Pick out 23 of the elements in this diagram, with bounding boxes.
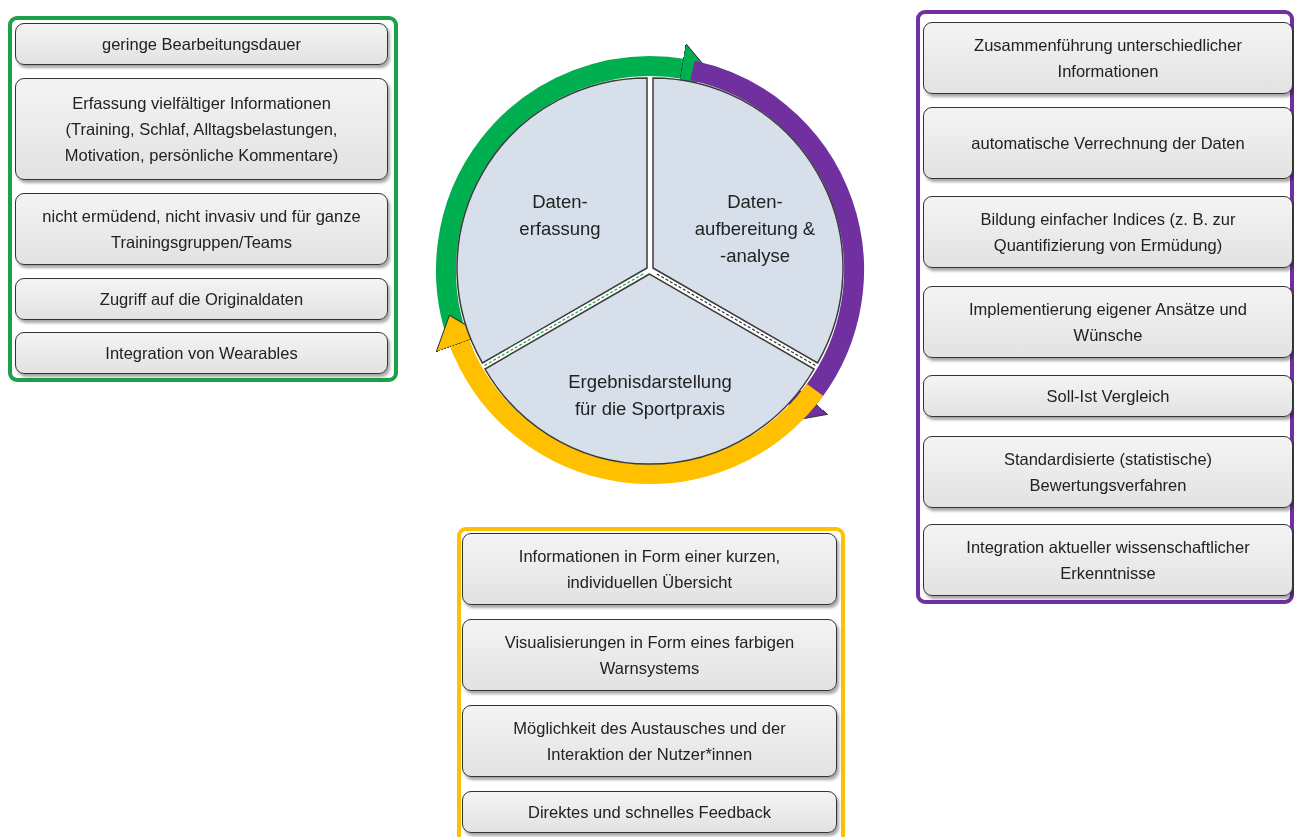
feature-box: Zugriff auf die Originaldaten [15,278,388,320]
feature-box: Implementierung eigener Ansätze und Wünsche [923,286,1293,358]
cycle-arrow [436,315,823,484]
feature-box: automatische Verrechnung der Daten [923,107,1293,179]
feature-box: Soll-Ist Vergleich [923,375,1293,417]
feature-box: Visualisierungen in Form eines farbigen Warnsystems [462,619,837,691]
feature-box: Informationen in Form einer kurzen, individuellen Übersicht [462,533,837,605]
feature-box: Zusammenführung unterschiedlicher Informationen [923,22,1293,94]
feature-box: geringe Bearbeitungsdauer [15,23,388,65]
feature-box: Bildung einfacher Indices (z. B. zur Quantifizierung von Ermüdung) [923,196,1293,268]
feature-box: Integration von Wearables [15,332,388,374]
feature-box: Integration aktueller wissenschaftlicher Erkenntnisse [923,524,1293,596]
stage-label: Daten- aufbereitung & -analyse [693,190,817,268]
stage-label: Ergebnisdarstellung für die Sportpraxis [567,370,733,421]
feature-box: Direktes und schnelles Feedback [462,791,837,833]
group-frame [916,10,1294,604]
feature-box: Erfassung vielfältiger Informationen (Training, Schlaf, Alltagsbelastungen, Motivation, persönliche Kommentare) [15,78,388,180]
feature-box: Standardisierte (statistische) Bewertungsverfahren [923,436,1293,508]
group-frame [8,16,398,382]
feature-box: nicht ermüdend, nicht invasiv und für ganze Trainingsgruppen/Teams [15,193,388,265]
group-frame [457,527,845,837]
feature-box: Möglichkeit des Austausches und der Interaktion der Nutzer*innen [462,705,837,777]
stage-label: Daten- erfassung [518,190,602,241]
